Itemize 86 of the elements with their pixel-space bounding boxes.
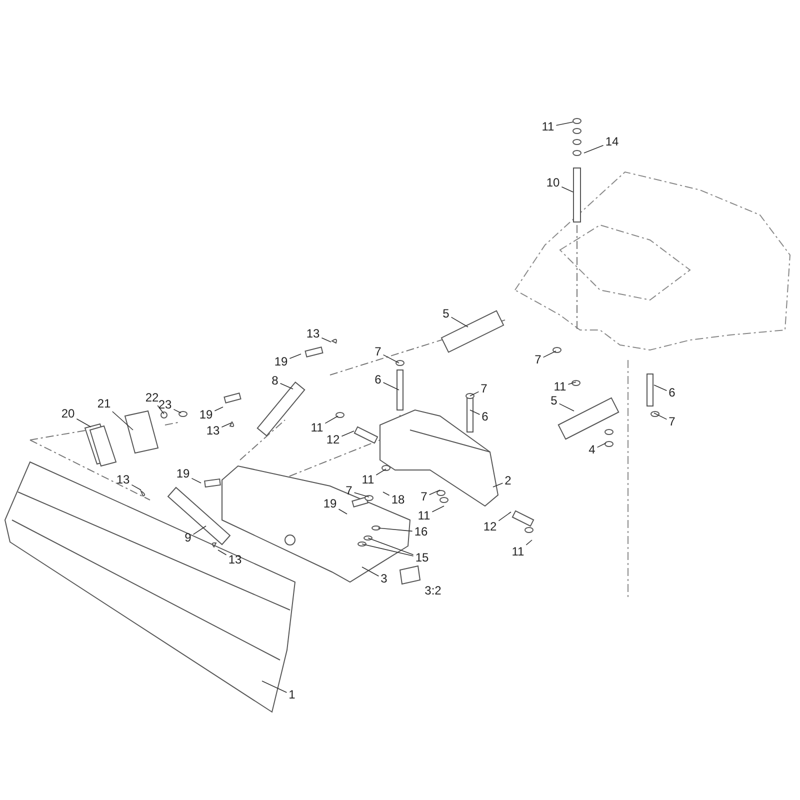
callout-number: 6 [374, 374, 382, 386]
callout-number: 13 [227, 554, 243, 566]
callout-number: 12 [482, 520, 498, 534]
leader-line [584, 145, 604, 154]
callout-number: 7 [374, 346, 382, 358]
callout-number: 12 [325, 434, 341, 446]
callout-number: 23 [157, 398, 173, 412]
callout-number: 3:2 [424, 584, 442, 598]
callout-number: 11 [360, 474, 376, 486]
leader-line [321, 338, 332, 342]
leader-line [596, 442, 606, 448]
leader-line [157, 405, 164, 414]
callout-number: 6 [668, 386, 676, 400]
callout-number: 15 [414, 552, 430, 564]
leader-line [378, 528, 413, 532]
leader-line [428, 490, 440, 496]
leader-line [558, 403, 574, 412]
callout-number: 6 [480, 410, 490, 424]
leader-line [191, 478, 202, 484]
leader-line [382, 492, 390, 496]
callout-number: 11 [310, 422, 324, 434]
callout-number: 20 [60, 408, 76, 420]
callout-number: 19 [198, 408, 214, 422]
leader-line [498, 512, 512, 522]
leader-line [262, 680, 288, 693]
leader-line [341, 430, 354, 437]
callout-number: 4 [588, 444, 596, 456]
callout-number: 7 [344, 484, 354, 498]
leader-line [450, 316, 468, 328]
leader-line [470, 410, 480, 415]
callout-number: 11 [552, 380, 568, 394]
leader-line [368, 538, 414, 556]
leader-line [338, 508, 348, 514]
callout-number: 14 [604, 136, 620, 148]
leader-line [654, 384, 668, 391]
callout-number: 5 [442, 308, 450, 320]
callout-number: 2 [504, 474, 512, 488]
leader-line [492, 482, 504, 488]
leader-line [542, 350, 556, 358]
leader-line [280, 383, 294, 390]
callout-number: 13 [205, 424, 221, 438]
callout-number: 7 [534, 354, 542, 366]
leader-line [221, 422, 232, 428]
leader-line [112, 411, 134, 430]
leader-line [556, 122, 574, 126]
callout-number: 13 [305, 328, 321, 340]
callout-number: 10 [545, 176, 561, 190]
leader-line [382, 382, 400, 390]
callout-number: 22 [144, 392, 160, 404]
leader-line [218, 550, 227, 556]
callout-number: 11 [510, 546, 526, 558]
leader-line [289, 354, 302, 359]
callout-number: 7 [480, 382, 488, 396]
leader-line [76, 418, 92, 428]
callout-number: 18 [390, 494, 406, 506]
leader-line [131, 484, 142, 490]
callout-number: 8 [270, 374, 280, 388]
leader-line [192, 526, 206, 535]
callout-number: 3 [380, 572, 388, 586]
callout-number: 13 [115, 474, 131, 486]
leader-line [362, 566, 380, 576]
leader-line [173, 408, 182, 414]
leader-line [376, 468, 386, 476]
callout-number: 11 [416, 510, 432, 522]
callout-number: 7 [420, 490, 428, 504]
leader-line [382, 354, 400, 364]
leader-line [362, 544, 414, 556]
leader-line [561, 186, 574, 192]
callout-number: 1 [288, 688, 296, 702]
leader-line [470, 391, 480, 396]
leader-line [324, 416, 338, 424]
callout-number: 19 [322, 498, 338, 510]
callout-number: 5 [550, 394, 558, 408]
leader-line [214, 406, 224, 412]
callout-number: 19 [175, 468, 191, 480]
leader-line [354, 492, 370, 498]
callout-number: 9 [184, 532, 192, 544]
leader-line [654, 412, 668, 420]
callout-number: 7 [668, 416, 676, 428]
leader-line [568, 382, 576, 385]
callout-number: 16 [413, 526, 429, 538]
callout-number: 19 [273, 356, 289, 368]
callout-number: 21 [96, 398, 112, 410]
leader-line [526, 540, 532, 546]
callout-number: 11 [540, 120, 556, 134]
leader-line [432, 506, 444, 512]
